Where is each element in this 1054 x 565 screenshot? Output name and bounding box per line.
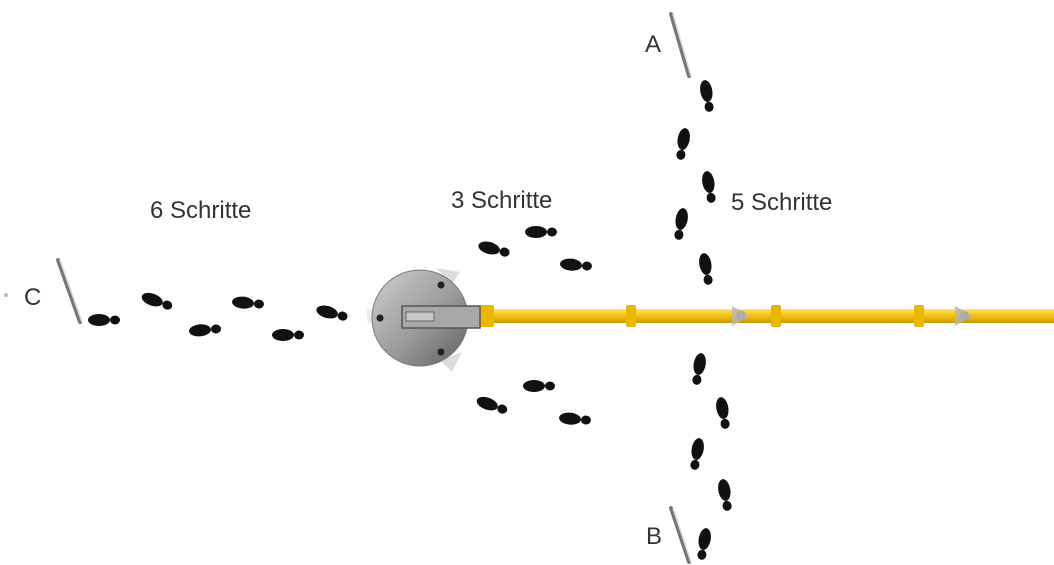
footprint-icon xyxy=(692,353,706,385)
footprints-group xyxy=(88,80,732,560)
footprint-icon xyxy=(699,253,713,285)
footprint-icon xyxy=(559,412,591,425)
right-steps-label: 5 Schritte xyxy=(731,189,833,216)
pipe-coupling xyxy=(626,305,636,327)
survey-stake-b xyxy=(669,506,692,564)
point-b-label: B xyxy=(646,523,663,550)
footprint-icon xyxy=(718,479,732,511)
footprint-icon xyxy=(716,397,730,429)
point-a-label: A xyxy=(645,31,662,58)
footprint-icon xyxy=(141,292,173,310)
footprint-icon xyxy=(88,314,120,326)
footprint-icon xyxy=(525,226,557,238)
footprint-icon xyxy=(478,241,510,257)
footprint-icon xyxy=(316,305,348,321)
footprint-icon xyxy=(676,128,690,160)
survey-stake-a xyxy=(669,12,692,78)
footprint-icon xyxy=(697,528,711,560)
survey-stake-c xyxy=(56,258,83,324)
footprint-icon xyxy=(232,296,264,309)
pipe-coupling xyxy=(771,305,781,327)
flow-arrow-icon xyxy=(955,306,973,326)
left-steps-label: 6 Schritte xyxy=(150,197,252,224)
footprint-icon xyxy=(272,329,304,341)
footprint-icon xyxy=(560,258,592,271)
point-c-label: C xyxy=(24,284,42,311)
footprint-icon xyxy=(674,208,688,240)
pipe-coupling xyxy=(914,305,924,327)
middle-steps-label: 3 Schritte xyxy=(451,187,553,214)
turntable-icon xyxy=(366,268,481,372)
footprint-icon xyxy=(690,438,704,470)
footprint-icon xyxy=(700,80,714,112)
footprint-icon xyxy=(189,324,221,337)
footprint-icon xyxy=(702,171,716,203)
footprint-icon xyxy=(523,380,555,392)
footprint-icon xyxy=(476,396,508,414)
yellow-pipe xyxy=(478,305,1054,327)
pipe-coupling xyxy=(480,305,494,327)
flow-arrow-icon xyxy=(732,306,750,326)
marker-dot xyxy=(4,293,8,297)
